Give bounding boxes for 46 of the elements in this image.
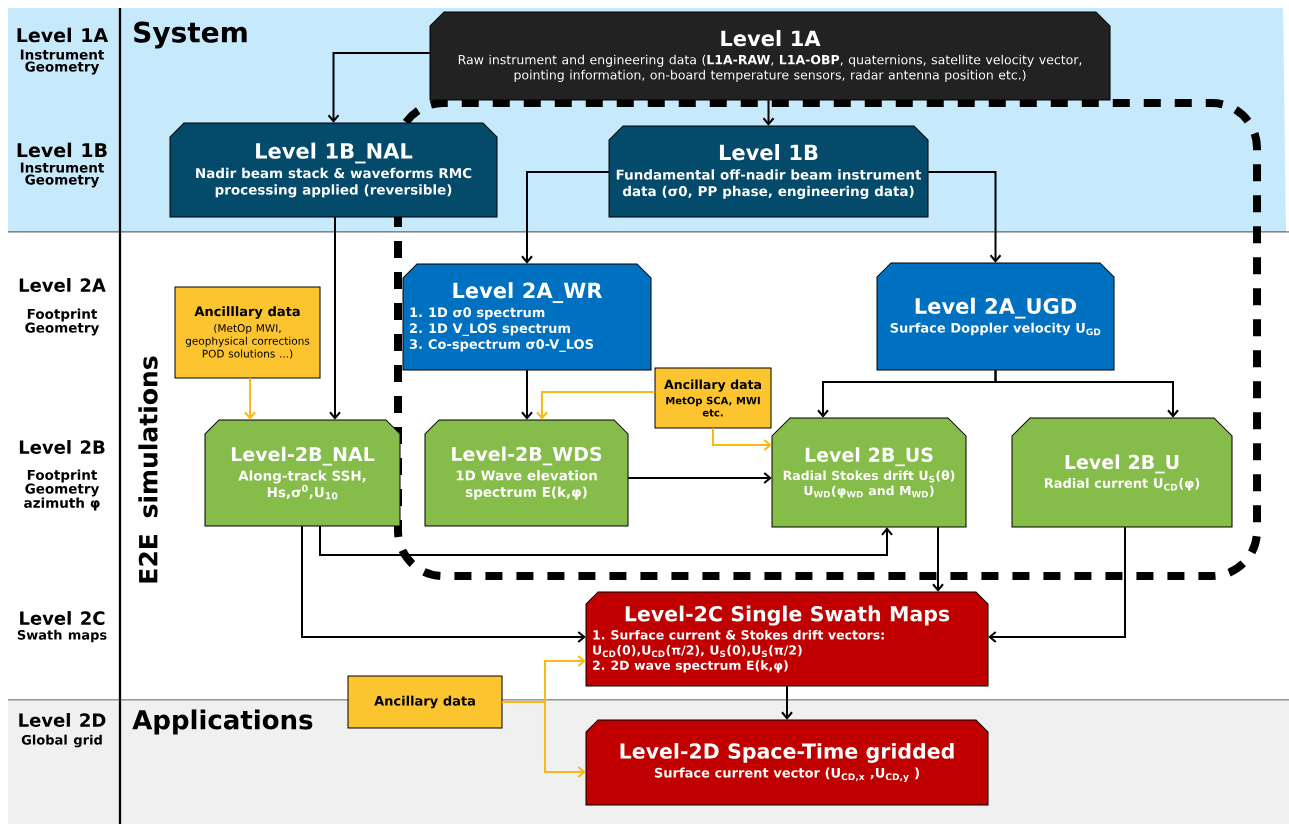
arrow [329, 216, 341, 420]
arrow [536, 391, 656, 420]
data-box: Ancillary data MetOp SCA, MWI etc. [654, 367, 772, 429]
arrow [327, 52, 431, 123]
process-box: Level 1B_NAL Nadir beam stack & waveforms RMC processing applied (reversible) [169, 122, 498, 218]
process-box: Level 2B_U Radial current U$_{CD}$(φ) [1011, 417, 1233, 528]
row-label: Level 1B [17, 142, 107, 158]
row-label: Instrument Geometry [20, 49, 105, 75]
arrow [244, 377, 256, 420]
row-label: Level 2A [19, 278, 106, 292]
process-box: Level-2B_WDS 1D Wave elevation spectrum E(k,φ) [424, 419, 629, 527]
process-box: Level-2C Single Swath Maps 1. Surface current & Stokes drift vectors: U$_{CD}$(0),U$_{CD}$(π/2), U$_{S}$(0),U$_{S}$(π/2) 2. 2D wave spectrum E(k,φ) [585, 591, 989, 687]
process-box: Level 2A_WR 1. 1D σ0 spectrum 2. 1D V_LOS spectrum 3. Co-spectrum σ0-V_LOS [402, 263, 652, 371]
process-box: Level 2B_US Radial Stokes drift U$_{S}$(θ) U$_{WD}$(φ$_{WD}$ and M$_{WD}$) [771, 417, 967, 528]
arrow [301, 525, 586, 643]
row-label: Global grid [21, 734, 102, 748]
row-label: Swath maps [17, 629, 107, 643]
row-label: Instrument Geometry [20, 162, 105, 188]
process-box: Level-2B_NAL Along-track SSH, Hs,σ$^{0}$,U$_{10}$ [204, 419, 401, 527]
data-box: Ancillary data [347, 675, 503, 729]
row-label: Level 2B [19, 440, 105, 454]
arrow [781, 685, 793, 720]
heading: System [134, 21, 247, 49]
row-label: Footprint Geometry [25, 308, 100, 336]
arrow [762, 99, 775, 126]
arrow [927, 171, 1002, 263]
arrow [521, 171, 610, 264]
arrow [712, 427, 772, 451]
arrow [994, 369, 1179, 418]
arrow [627, 472, 772, 484]
row-label: Level 2C [20, 611, 105, 625]
row-label: Level 1A [17, 27, 109, 43]
process-box: Level 1B Fundamental off-nadir beam instrument data (σ0, PP phase, engineering data) [608, 125, 929, 218]
arrow [501, 701, 586, 778]
arrow [988, 526, 1126, 643]
row-label: Footprint Geometry azimuth φ [24, 469, 100, 511]
process-box: Level-2D Space-Time gridded Surface current vector (U$_{CD,x}$ ,U$_{CD,y}$ ) [585, 719, 989, 806]
data-box: Ancilllary data (MetOp MWI, geophysical corrections POD solutions ...) [174, 286, 321, 379]
arrow [521, 369, 533, 420]
arrow [932, 526, 944, 592]
process-box: Level 1A Raw instrument and engineering data (L1A-RAW, L1A-OBP, quaternions, satellite velocity vector, pointing information, on-board temperature sensors, radar antenna position etc.) [429, 11, 1111, 101]
arrow [319, 525, 893, 556]
row-label: Level 2D [19, 713, 106, 727]
heading: E2E simulations [138, 356, 158, 583]
process-box: Level 2A_UGD Surface Doppler velocity U$_{GD}$ [876, 262, 1115, 371]
heading: Applications [132, 709, 313, 735]
